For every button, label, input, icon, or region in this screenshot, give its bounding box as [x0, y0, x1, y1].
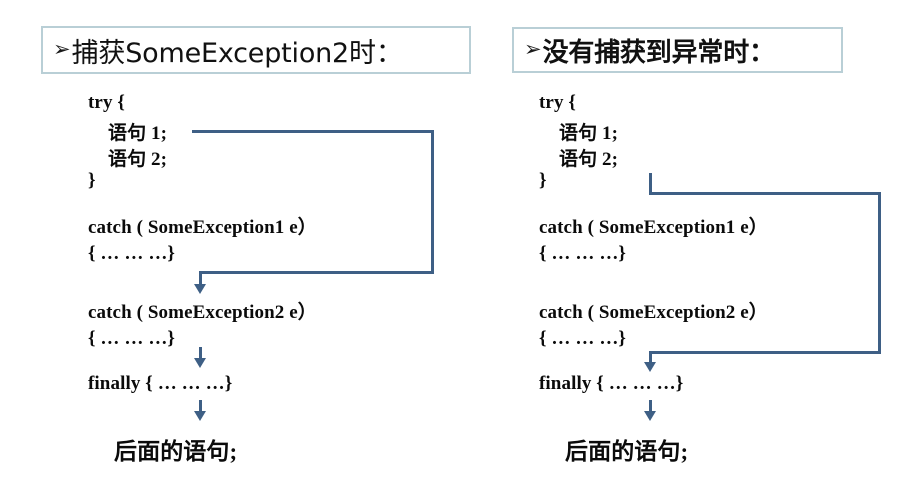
right-flow-arrowhead-after	[644, 411, 656, 421]
left-code-catch2-body: { … … …}	[88, 328, 176, 349]
left-code-catch1: catch ( SomeException1 e）	[88, 217, 317, 238]
left-code-finally: finally { … … …}	[88, 373, 233, 394]
right-flow-line-stub	[649, 173, 652, 195]
right-code-catch1: catch ( SomeException1 e）	[539, 217, 768, 238]
left-code-try: try {	[88, 92, 125, 113]
left-flow-line-after	[199, 400, 202, 414]
right-flow-line-top	[649, 192, 881, 195]
left-flow-arrowhead-after	[194, 411, 206, 421]
right-flow-line-right	[878, 192, 881, 354]
caption-box-right: ➢ 没有捕获到异常时：	[512, 27, 843, 73]
left-flow-arrowhead-catch2	[194, 284, 206, 294]
left-code-catch2: catch ( SomeException2 e）	[88, 302, 317, 323]
caption-left-text: 捕获SomeException2时：	[71, 37, 403, 69]
right-code-try: try {	[539, 92, 576, 113]
left-flow-line-right	[431, 130, 434, 274]
left-code-stmt1: 语句 1;	[108, 123, 168, 144]
left-code-try-close: }	[88, 170, 96, 191]
left-flow-line-finally	[199, 347, 202, 361]
left-flow-line-down	[199, 271, 202, 287]
right-code-catch2: catch ( SomeException2 e）	[539, 302, 768, 323]
right-flow-line-after	[649, 400, 652, 414]
arrow-bullet-icon-right: ➢	[524, 36, 542, 61]
right-code-catch2-body: { … … …}	[539, 328, 627, 349]
left-code-catch1-body: { … … …}	[88, 243, 176, 264]
right-code-finally: finally { … … …}	[539, 373, 684, 394]
right-code-catch1-body: { … … …}	[539, 243, 627, 264]
caption-right-text: 没有捕获到异常时：	[542, 37, 775, 68]
left-code-after: 后面的语句;	[114, 439, 238, 464]
arrow-bullet-icon: ➢	[53, 36, 71, 61]
left-flow-line-bottom	[199, 271, 434, 274]
left-flow-arrowhead-finally	[194, 358, 206, 368]
right-code-stmt2: 语句 2;	[559, 149, 619, 170]
left-flow-line-top	[192, 130, 434, 133]
right-code-stmt1: 语句 1;	[559, 123, 619, 144]
right-code-try-close: }	[539, 170, 547, 191]
right-flow-line-down	[649, 351, 652, 365]
right-flow-line-bottom	[649, 351, 881, 354]
right-flow-arrowhead-finally	[644, 362, 656, 372]
right-code-after: 后面的语句;	[565, 439, 689, 464]
left-code-stmt2: 语句 2;	[108, 149, 168, 170]
caption-box-left: ➢ 捕获SomeException2时：	[41, 26, 471, 74]
